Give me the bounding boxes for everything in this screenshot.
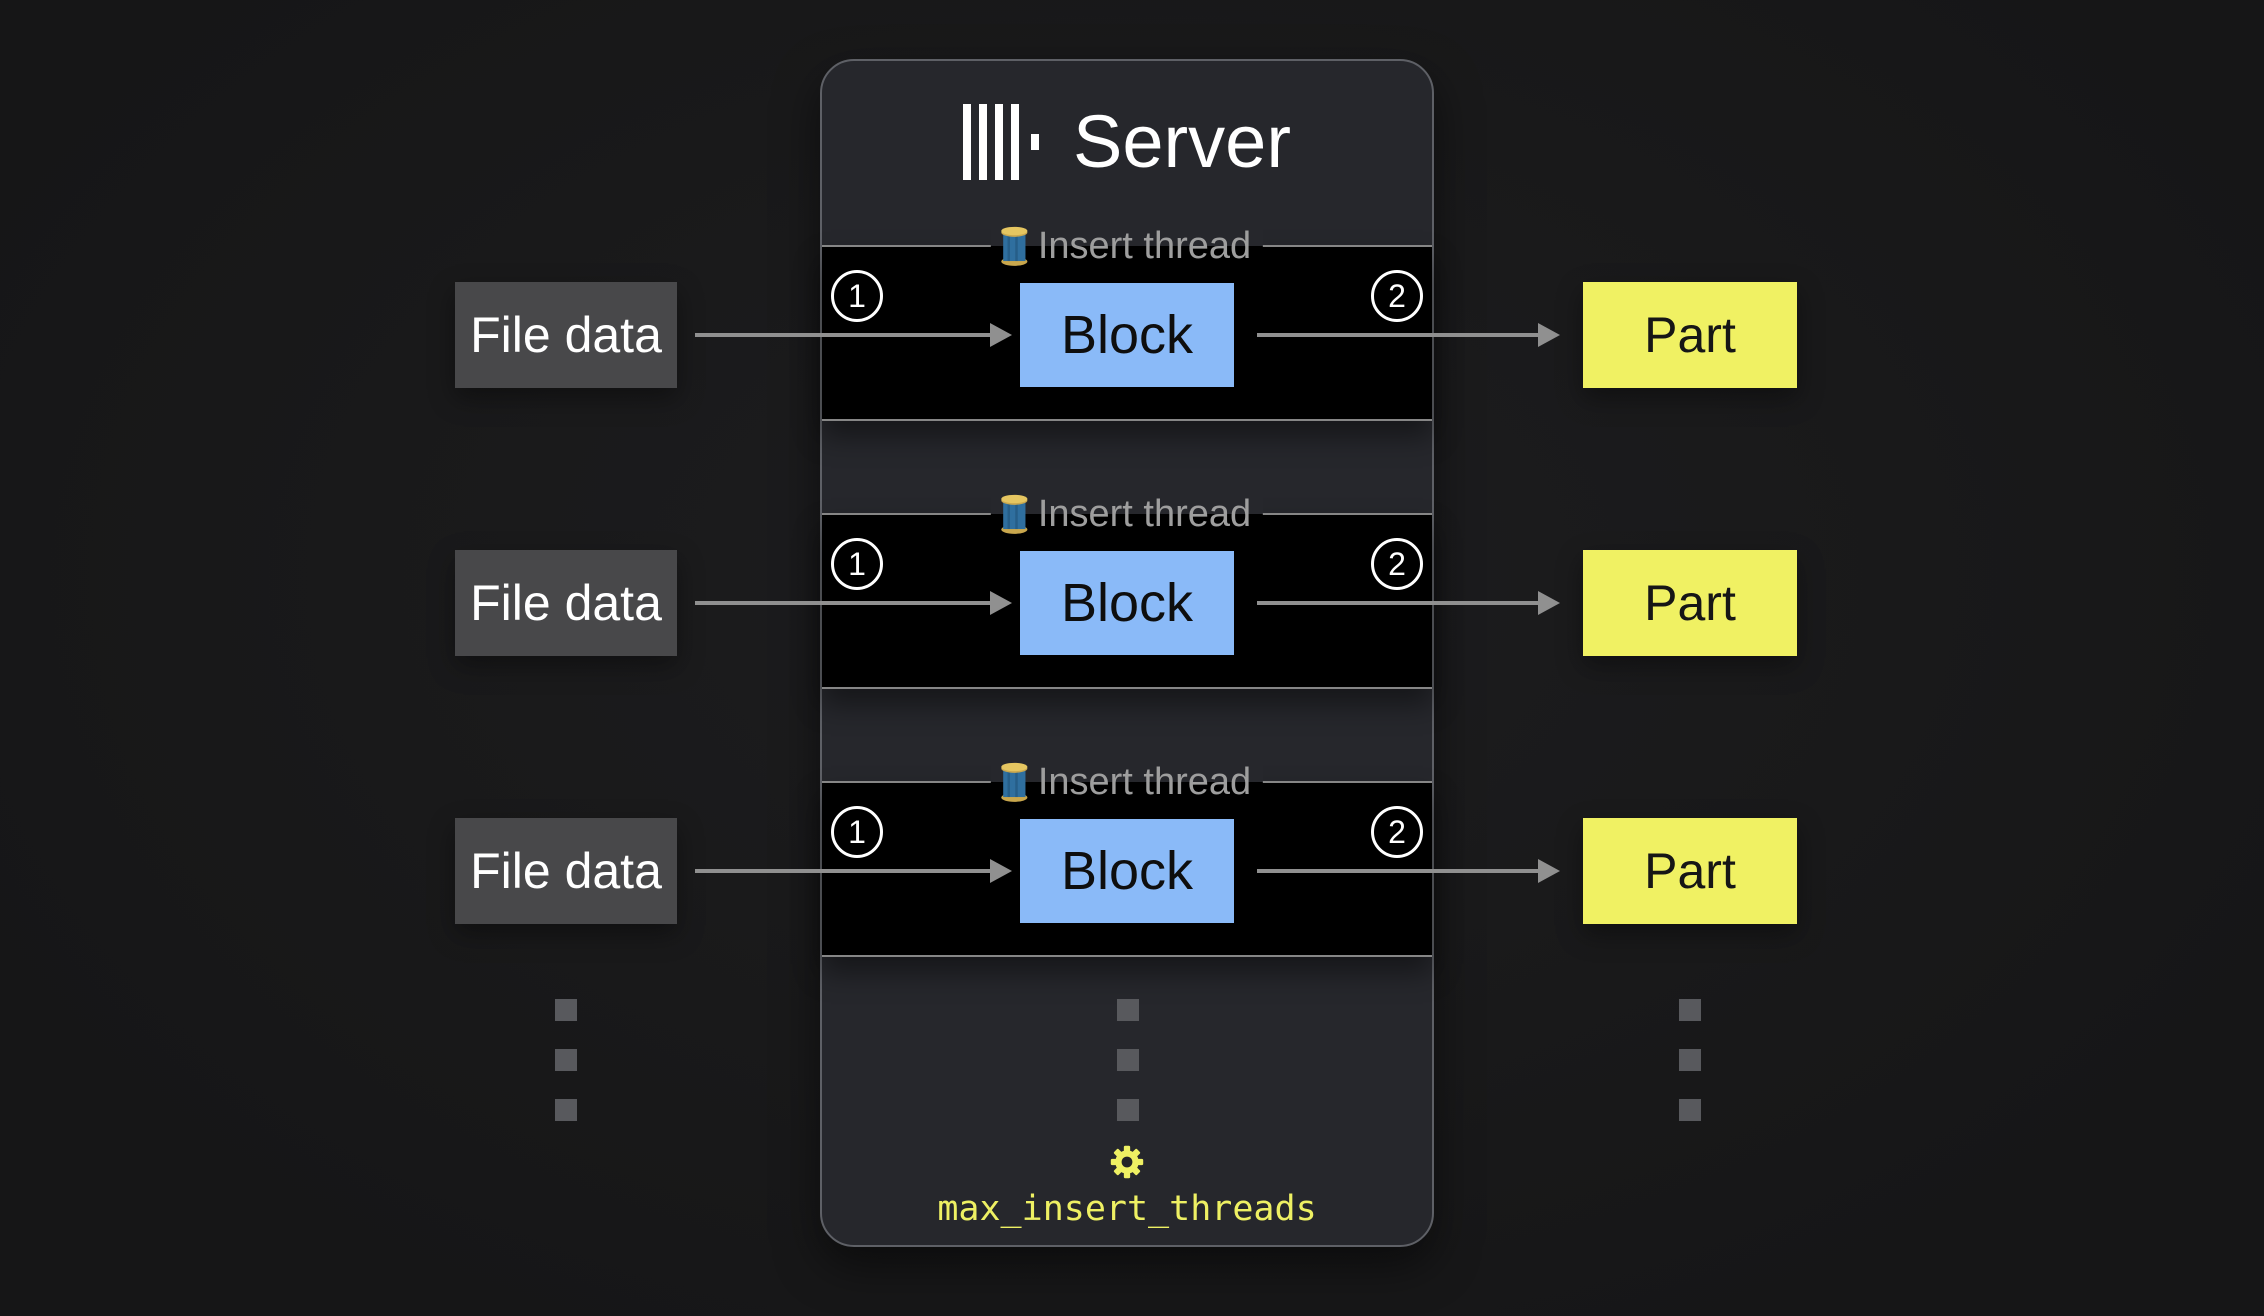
part-label: Part xyxy=(1644,843,1736,899)
part-box: Part xyxy=(1583,818,1797,924)
part-label: Part xyxy=(1644,575,1736,631)
arrowhead-file-to-block xyxy=(990,591,1012,615)
insert-thread-text: Insert thread xyxy=(1037,493,1252,535)
arrow-block-to-part xyxy=(1257,333,1539,337)
ellipsis-dot xyxy=(1679,999,1701,1021)
ellipsis-dot xyxy=(1117,1099,1139,1121)
file-data-label: File data xyxy=(470,307,662,363)
step-2-badge: 2 xyxy=(1371,806,1423,858)
part-label: Part xyxy=(1644,307,1736,363)
block-box: Block xyxy=(1020,283,1234,387)
arrow-file-to-block xyxy=(695,601,991,605)
step-1-badge: 1 xyxy=(831,806,883,858)
arrowhead-block-to-part xyxy=(1538,859,1560,883)
ellipsis-dot xyxy=(555,999,577,1021)
part-box: Part xyxy=(1583,282,1797,388)
file-data-label: File data xyxy=(470,843,662,899)
arrowhead-file-to-block xyxy=(990,323,1012,347)
block-label: Block xyxy=(1060,305,1194,365)
insert-thread-label: Insert thread xyxy=(990,493,1264,535)
step-2-badge: 2 xyxy=(1371,538,1423,590)
panel-footer: max_insert_threads xyxy=(822,1144,1432,1229)
insert-thread-label: Insert thread xyxy=(990,225,1264,267)
step-1-badge: 1 xyxy=(831,270,883,322)
clickhouse-logo-icon xyxy=(963,104,1040,180)
insert-thread-text: Insert thread xyxy=(1037,225,1252,267)
ellipsis-dot xyxy=(1117,999,1139,1021)
insert-thread-label: Insert thread xyxy=(990,761,1264,803)
server-title-text: Server xyxy=(1073,100,1291,183)
arrow-block-to-part xyxy=(1257,601,1539,605)
ellipsis-dot xyxy=(1117,1049,1139,1071)
thread-spool-icon xyxy=(1001,226,1028,266)
server-title: Server xyxy=(822,89,1432,195)
ellipsis-dot xyxy=(1679,1049,1701,1071)
pipeline-row: File data Insert thread 1 Block xyxy=(0,493,2264,689)
file-data-box: File data xyxy=(455,818,677,924)
ellipsis-dot xyxy=(555,1099,577,1121)
step-2-badge: 2 xyxy=(1371,270,1423,322)
thread-spool-icon xyxy=(1001,762,1028,802)
step-1-badge: 1 xyxy=(831,538,883,590)
block-box: Block xyxy=(1020,551,1234,655)
gear-icon xyxy=(1110,1145,1144,1179)
arrow-file-to-block xyxy=(695,333,991,337)
part-box: Part xyxy=(1583,550,1797,656)
block-label: Block xyxy=(1060,841,1194,901)
ellipsis-dot xyxy=(1679,1099,1701,1121)
arrow-block-to-part xyxy=(1257,869,1539,873)
pipeline-row: File data Insert thread 1 Block xyxy=(0,225,2264,421)
arrow-file-to-block xyxy=(695,869,991,873)
block-label: Block xyxy=(1060,573,1194,633)
file-data-box: File data xyxy=(455,282,677,388)
file-data-box: File data xyxy=(455,550,677,656)
block-box: Block xyxy=(1020,819,1234,923)
arrowhead-block-to-part xyxy=(1538,323,1560,347)
file-data-label: File data xyxy=(470,575,662,631)
arrowhead-file-to-block xyxy=(990,859,1012,883)
insert-thread-text: Insert thread xyxy=(1037,761,1252,803)
pipeline-row: File data Insert thread 1 Block xyxy=(0,761,2264,957)
ellipsis-dot xyxy=(555,1049,577,1071)
arrowhead-block-to-part xyxy=(1538,591,1560,615)
thread-spool-icon xyxy=(1001,494,1028,534)
setting-name: max_insert_threads xyxy=(937,1189,1317,1229)
